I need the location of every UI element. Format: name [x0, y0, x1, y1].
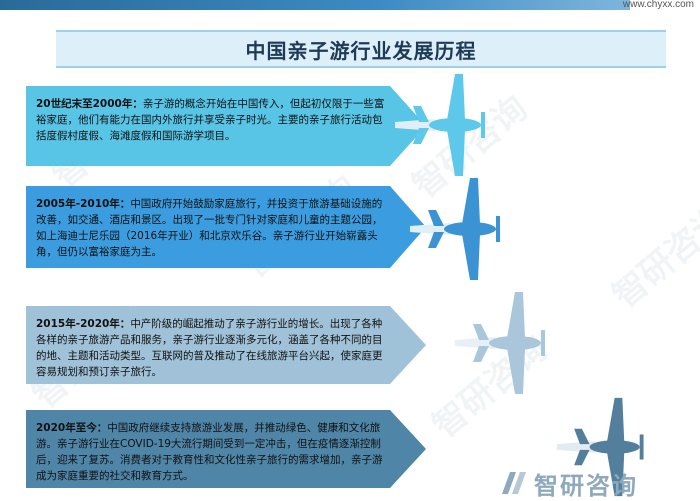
watermark-text: 智研咨询: [605, 198, 700, 317]
airplane-icon: [410, 178, 500, 280]
stage-2-arrow-box: 2005年-2010年：中国政府开始鼓励家庭旅行，并投资于旅游基础设施的改善，如…: [26, 186, 426, 268]
stage-1-arrow-box: 20世纪末至2000年：亲子游的概念开始在中国传入，但起初仅限于一些富裕家庭，他…: [26, 86, 426, 166]
stage-3-text: 中产阶级的崛起推动了亲子游行业的增长。出现了各种各样的亲子旅游产品和服务，亲子游…: [36, 318, 383, 378]
top-banner-band: [0, 0, 630, 10]
stage-4-text: 中国政府继续支持旅游业发展，并推动绿色、健康和文化旅游。亲子游行业在COVID-…: [36, 422, 383, 482]
stage-2-text: 中国政府开始鼓励家庭旅行，并投资于旅游基础设施的改善，如交通、酒店和景区。出现了…: [36, 198, 383, 258]
stage-3-arrow-box: 2015年-2020年：中产阶级的崛起推动了亲子游行业的增长。出现了各种各样的亲…: [26, 306, 426, 384]
site-url[interactable]: www.chyxx.com: [622, 0, 694, 10]
stage-4-period: 2020年至今：: [36, 422, 108, 434]
brand-logo-text: 智研咨询: [534, 471, 638, 500]
airplane-icon: [556, 397, 644, 497]
stage-3-period: 2015年-2020年：: [36, 318, 131, 330]
airplane-icon: [395, 74, 485, 176]
stage-1-text: 亲子游的概念开始在中国传入，但起初仅限于一些富裕家庭，他们有能力在国内外旅行并享…: [36, 98, 385, 142]
airplane-icon: [455, 292, 545, 394]
top-banner: www.chyxx.com: [0, 0, 700, 10]
page-title-box: 中国亲子游行业发展历程: [56, 30, 666, 68]
stage-4-arrow-box: 2020年至今：中国政府继续支持旅游业发展，并推动绿色、健康和文化旅游。亲子游行…: [26, 410, 426, 488]
brand-logo: 智研咨询: [500, 466, 700, 500]
brand-logo-icon: [502, 472, 526, 494]
stage-2-period: 2005年-2010年：: [36, 198, 131, 210]
page-title: 中国亲子游行业发展历程: [245, 38, 477, 63]
stage-1-period: 20世纪末至2000年：: [36, 98, 143, 110]
